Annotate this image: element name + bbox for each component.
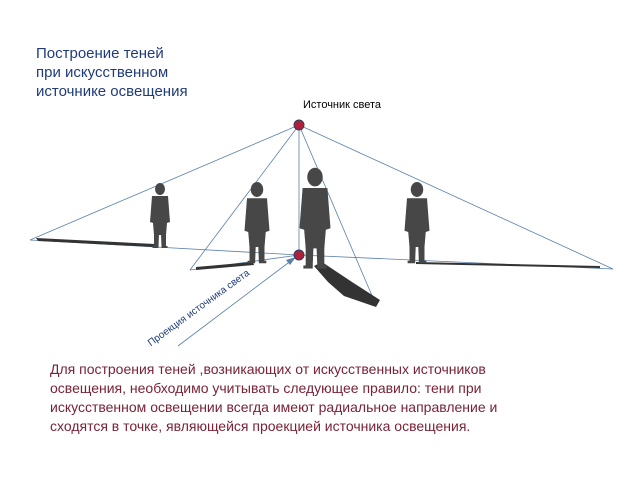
description-text: Для построения теней ,возникающих от иск…: [50, 360, 610, 436]
light-source-point: [293, 119, 305, 131]
light-source-label: Источник света: [303, 99, 382, 111]
description-line: сходятся в точке, являющейся проекцией и…: [50, 418, 471, 434]
ray-line: [298, 124, 377, 306]
title-line: Построение теней: [36, 45, 164, 62]
ray-line: [189, 124, 300, 271]
shadows: [36, 238, 600, 307]
shadow: [36, 238, 155, 247]
person-figure: [244, 182, 270, 264]
description-line: искусственном освещении всегда имеют рад…: [50, 399, 498, 415]
shadow: [196, 262, 254, 270]
shadow: [314, 262, 380, 307]
ray-line: [298, 124, 614, 270]
ray-line: [29, 124, 300, 241]
description-line: Для построения теней ,возникающих от иск…: [50, 361, 486, 377]
projection-arrow: [177, 257, 296, 347]
shadow: [416, 262, 600, 268]
description-line: освещения, необходимо учитывать следующе…: [50, 380, 482, 396]
person-figure: [150, 183, 170, 248]
figures: [150, 167, 430, 269]
slide-title: Построение теней при искусственном источ…: [36, 44, 188, 101]
person-figure: [404, 182, 430, 264]
title-line: при искусственном: [36, 64, 169, 81]
light-projection-point: [293, 249, 305, 261]
title-line: источнике освещения: [36, 83, 188, 100]
